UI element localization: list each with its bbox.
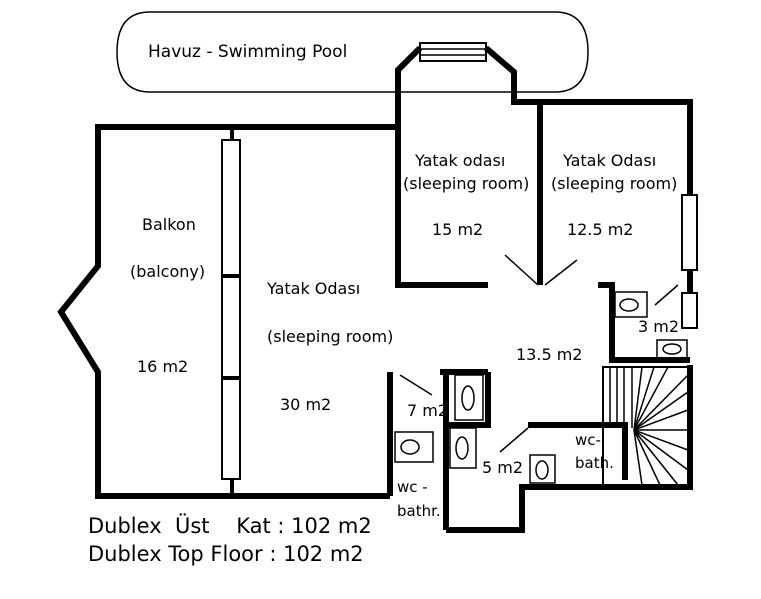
bedroom-main-area: 30 m2 bbox=[280, 395, 331, 414]
room-labels: Balkon (balcony) 16 m2 Yatak Odası (slee… bbox=[130, 151, 679, 520]
hall-area: 13.5 m2 bbox=[516, 345, 582, 364]
right-windows bbox=[681, 194, 698, 329]
caption-line-1: Dublex Üst Kat : 102 m2 bbox=[88, 513, 372, 538]
bath-mid-area: 5 m2 bbox=[482, 458, 523, 477]
staircase bbox=[602, 366, 689, 486]
balcony-name: Balkon bbox=[142, 215, 196, 234]
balcony-name-en: (balcony) bbox=[130, 262, 205, 281]
wc-bath-right-line2: bath. bbox=[575, 454, 614, 472]
pool-label: Havuz - Swimming Pool bbox=[148, 42, 347, 62]
bath-left-area: 7 m2 bbox=[407, 401, 448, 420]
bedroom-main-name-en: (sleeping room) bbox=[267, 327, 393, 346]
wc-small-area: 3 m2 bbox=[638, 317, 679, 336]
balcony-doors bbox=[221, 139, 241, 480]
wc-bath-left-line2: bathr. bbox=[397, 502, 441, 520]
balcony-area: 16 m2 bbox=[137, 357, 188, 376]
bedroom-right-name-en: (sleeping room) bbox=[551, 174, 677, 193]
wc-bath-left-line1: wc - bbox=[397, 478, 428, 496]
wc-bath-right-line1: wc- bbox=[575, 431, 601, 449]
bedroom-right-name: Yatak Odası bbox=[562, 151, 656, 170]
bedroom-center-area: 15 m2 bbox=[432, 220, 483, 239]
bedroom-main-name: Yatak Odası bbox=[266, 279, 360, 298]
bay-window bbox=[419, 42, 487, 62]
caption-line-2: Dublex Top Floor : 102 m2 bbox=[88, 542, 364, 566]
walls bbox=[57, 45, 693, 533]
door-swings bbox=[399, 254, 679, 453]
pool-outline bbox=[116, 11, 589, 93]
bedroom-center-name: Yatak odası bbox=[414, 151, 505, 170]
fixtures bbox=[394, 291, 688, 484]
bedroom-center-name-en: (sleeping room) bbox=[403, 174, 529, 193]
bedroom-right-area: 12.5 m2 bbox=[567, 220, 633, 239]
